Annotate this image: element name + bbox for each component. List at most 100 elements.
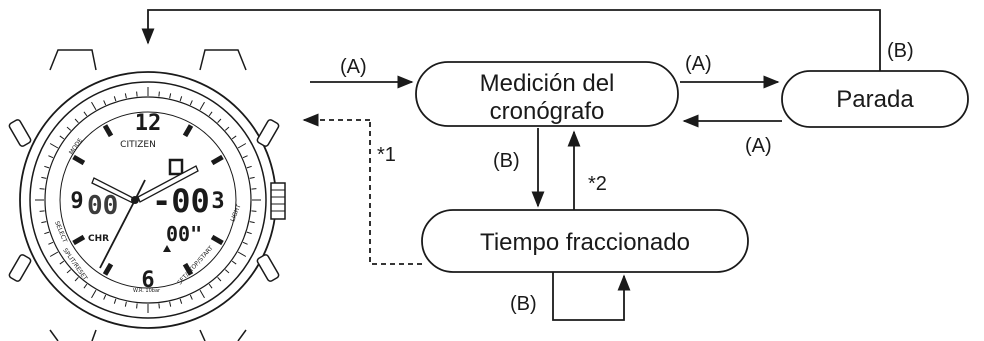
minute-tick — [66, 269, 72, 274]
minute-tick — [113, 298, 117, 304]
digital-display-left: 00 — [87, 191, 118, 221]
watch-hands — [91, 165, 199, 269]
minute-tick — [136, 91, 138, 97]
node-parada-label: Parada — [836, 86, 914, 113]
minute-tick — [59, 260, 65, 265]
hour-marker — [210, 154, 224, 166]
minute-tick — [41, 176, 47, 179]
minute-tick — [249, 221, 255, 224]
label-a-from-parada: (A) — [745, 135, 772, 157]
minute-tick — [224, 126, 230, 131]
minute-tick — [199, 101, 205, 111]
node-tiempo-label: Tiempo fraccionado — [480, 229, 690, 256]
minute-tick — [41, 221, 47, 224]
sub-dial-logo-icon — [163, 245, 171, 252]
node-medicion: Medición del cronógrafo — [415, 61, 679, 127]
minute-tick — [59, 135, 65, 140]
watch-crown — [270, 182, 286, 220]
hour-marker — [102, 124, 114, 138]
brand-logo-text: CITIZEN — [120, 140, 156, 150]
minute-tick — [237, 143, 247, 149]
minute-tick — [251, 210, 257, 212]
minute-tick — [208, 111, 213, 117]
minute-tick — [169, 93, 172, 99]
edge-dashed-tiempo-up — [369, 120, 422, 265]
node-medicion-line1: Medición del — [480, 70, 615, 97]
minute-tick — [179, 96, 183, 102]
minute-tick — [74, 276, 79, 282]
minute-tick — [103, 294, 107, 300]
minute-tick — [44, 231, 50, 235]
hour-marker — [72, 154, 86, 166]
edge-tiempo-self-loop — [552, 272, 631, 321]
hour-marker — [210, 234, 224, 246]
minute-tick — [91, 101, 97, 111]
digital-display-seconds: 00" — [166, 222, 202, 246]
minute-tick — [189, 294, 193, 300]
hour-marker — [72, 234, 86, 246]
minute-tick — [199, 289, 205, 299]
watch-hour-markers — [72, 124, 224, 276]
watch-button-bottom-left — [8, 254, 32, 282]
minute-tick — [217, 276, 222, 282]
minute-tick — [237, 251, 247, 257]
label-note1: *1 — [377, 144, 396, 166]
minute-tick — [224, 269, 230, 274]
minute-tick — [158, 91, 160, 97]
minute-tick — [113, 96, 117, 102]
minute-tick — [83, 283, 88, 289]
minute-tick — [48, 241, 54, 245]
node-parada: Parada — [781, 70, 969, 128]
minute-tick — [103, 100, 107, 106]
minute-tick — [217, 118, 222, 124]
numeral-9: 9 — [70, 189, 83, 214]
node-tiempo: Tiempo fraccionado — [421, 209, 749, 273]
minute-tick — [39, 210, 45, 212]
minute-tick — [189, 100, 193, 106]
minute-tick — [242, 241, 248, 245]
minute-tick — [242, 155, 248, 159]
numeral-3: 3 — [211, 189, 224, 214]
hour-marker — [182, 124, 194, 138]
minute-tick — [66, 126, 72, 131]
minute-tick — [251, 188, 257, 190]
hour-marker — [102, 262, 114, 276]
minute-tick — [231, 260, 237, 265]
minute-tick — [136, 303, 138, 309]
label-b-top: (B) — [887, 40, 914, 62]
label-b-loop: (B) — [510, 293, 537, 315]
minute-tick — [124, 301, 127, 307]
watch-button-bottom-right — [256, 254, 280, 282]
minute-tick — [49, 251, 59, 257]
minute-tick — [49, 143, 59, 149]
label-water-resistance: W.R. 10bar — [133, 288, 161, 294]
watch-ticks — [35, 87, 261, 313]
label-a-in: (A) — [340, 56, 367, 78]
minute-tick — [158, 303, 160, 309]
minute-tick — [124, 93, 127, 99]
minute-tick — [179, 298, 183, 304]
label-b-down: (B) — [493, 150, 520, 172]
edge-parada-to-watch — [141, 9, 881, 71]
hour-marker — [182, 262, 194, 276]
numeral-6: 6 — [141, 268, 154, 293]
minute-tick — [231, 135, 237, 140]
watch-illustration: 12 3 6 9 CITIZEN MODE SELECT SPLIT/RESET… — [8, 49, 286, 341]
minute-tick — [74, 118, 79, 124]
node-medicion-line2: cronógrafo — [490, 98, 605, 125]
minute-tick — [208, 283, 213, 289]
label-a-to-parada: (A) — [685, 53, 712, 75]
watch-button-top-right — [256, 119, 280, 147]
minute-tick — [44, 165, 50, 169]
minute-tick — [48, 155, 54, 159]
minute-tick — [83, 111, 88, 117]
minute-tick — [39, 188, 45, 190]
label-note2: *2 — [588, 173, 607, 195]
minute-tick — [169, 301, 172, 307]
minute-tick — [249, 176, 255, 179]
label-chr: CHR — [88, 234, 109, 244]
minute-tick — [246, 231, 252, 235]
minute-tick — [91, 289, 97, 299]
numeral-12: 12 — [135, 111, 162, 136]
